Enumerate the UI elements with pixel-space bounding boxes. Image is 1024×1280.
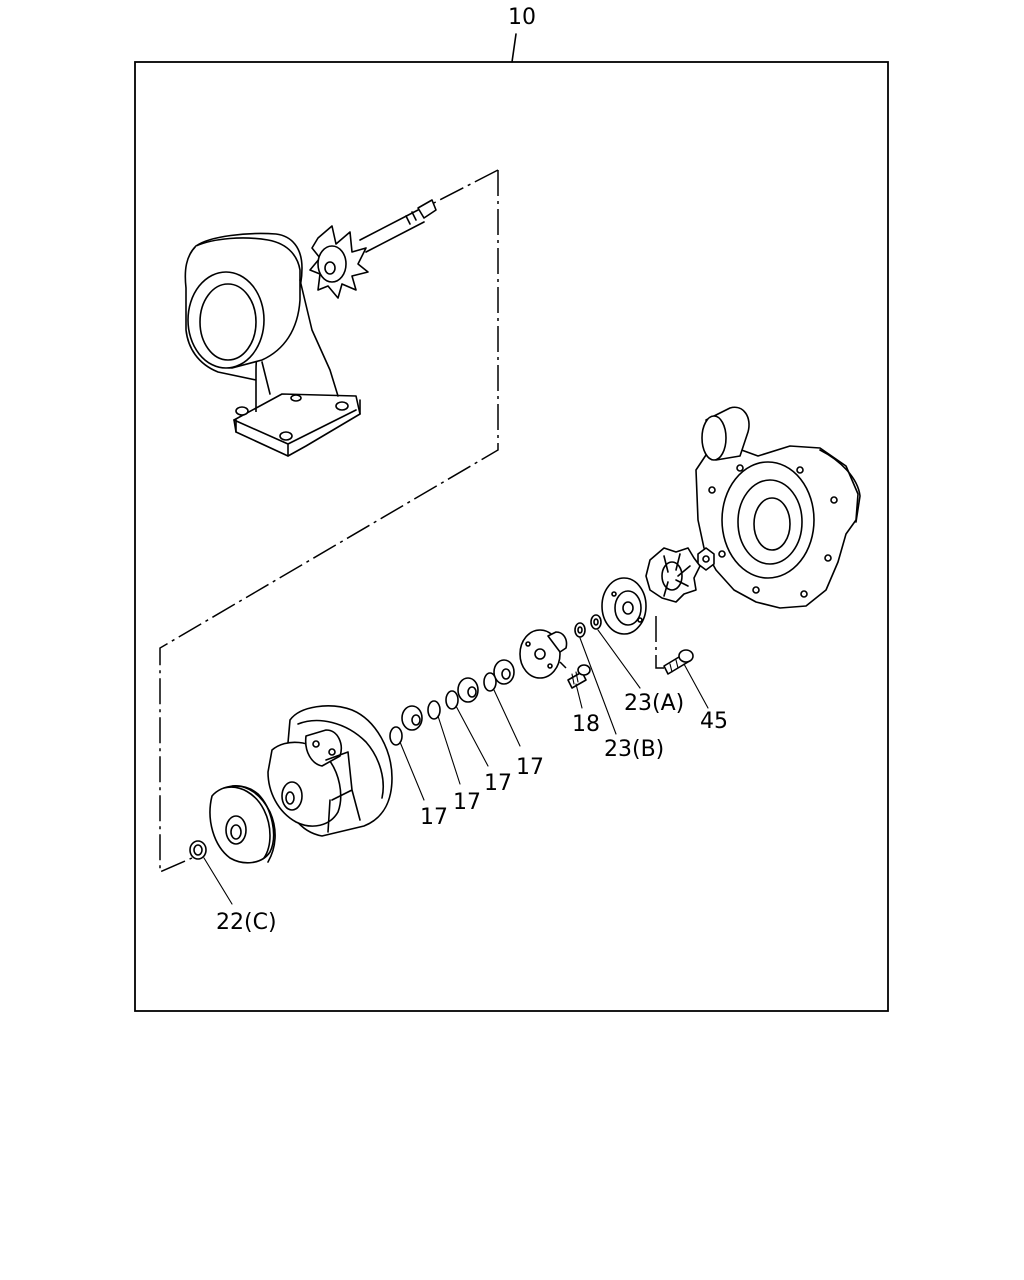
ring-22c — [189, 840, 207, 860]
compressor-housing — [695, 406, 861, 609]
leader-lines — [203, 629, 709, 905]
callout-17-d: 17 — [516, 755, 544, 780]
bolt-45 — [663, 649, 694, 675]
turbine-wheel-shaft — [309, 199, 437, 299]
seal-plate — [601, 577, 647, 635]
callout-23b: 23(B) — [604, 737, 664, 762]
assembly-boundary — [159, 170, 499, 874]
callout-17-b: 17 — [453, 790, 481, 815]
turbine-housing — [184, 232, 361, 457]
callout-45: 45 — [700, 709, 728, 734]
snap-ring-17-1 — [483, 672, 497, 692]
snap-ring-17-2 — [445, 690, 459, 710]
snap-ring-17-4 — [389, 726, 403, 746]
compressor-wheel — [645, 547, 701, 603]
callout-22c: 22(C) — [216, 910, 277, 935]
heat-shield — [209, 785, 276, 864]
seal-ring-23b — [574, 622, 586, 638]
assembly-label: 10 — [508, 5, 536, 30]
callout-18: 18 — [572, 712, 600, 737]
diagram-frame — [134, 61, 889, 1012]
bolt-18 — [567, 664, 591, 689]
seal-ring-23a — [590, 614, 602, 630]
callout-23a: 23(A) — [624, 691, 684, 716]
snap-ring-17-3 — [427, 700, 441, 720]
journal-bearing-outer — [457, 677, 479, 703]
journal-bearing-inner — [401, 705, 423, 731]
bearing-housing — [267, 705, 393, 837]
callout-17-c: 17 — [484, 771, 512, 796]
thrust-bearing — [519, 629, 568, 679]
thrust-spacer — [493, 659, 515, 685]
callout-17-a: 17 — [420, 805, 448, 830]
